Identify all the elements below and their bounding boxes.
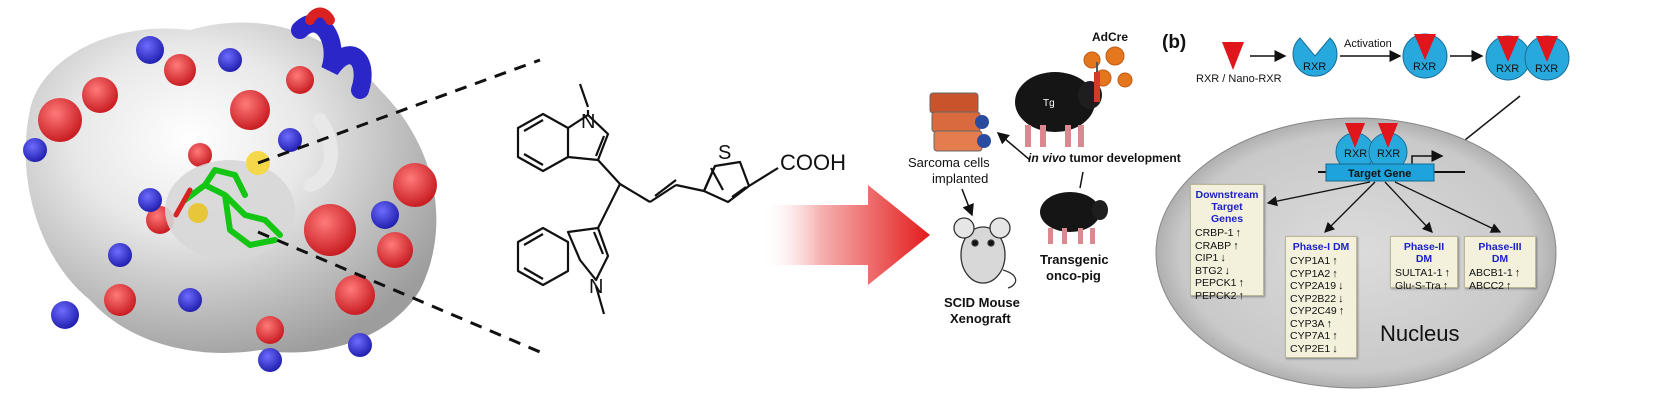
gene-row: Glu-S-Tra↑ <box>1395 279 1449 292</box>
adcre-label: AdCre <box>1092 30 1128 44</box>
protein-surface-illustration <box>23 7 437 372</box>
transgenic-pig-icon <box>1015 62 1102 147</box>
scid-label-line2: Xenograft <box>950 311 1011 326</box>
scid-label-line1: SCID Mouse <box>944 295 1020 310</box>
gene-box-phase1: Phase-I DM CYP1A1↑ CYP1A2↑ CYP2A19↓ CYP2… <box>1285 236 1357 358</box>
implanted-label: implanted <box>932 171 988 186</box>
gene-row: CYP7A1↑ <box>1290 330 1338 342</box>
gene-row: BTG2↓ <box>1195 264 1230 277</box>
gene-row: ABCC2↑ <box>1469 279 1512 292</box>
dimer-label-1: RXR <box>1496 63 1519 75</box>
gene-row: CRBP-1↑ <box>1195 227 1242 239</box>
gene-row: CYP1A1↑ <box>1290 255 1338 267</box>
cooh-group: COOH <box>780 150 846 175</box>
activation-label: Activation <box>1344 38 1392 50</box>
panel-b-label: (b) <box>1162 32 1186 53</box>
receptor-icon <box>1292 37 1338 77</box>
gene-row: CYP2C49↑ <box>1290 305 1345 317</box>
gene-box-downstream: Downstream Target Genes CRBP-1↑ CRABP↑ C… <box>1190 184 1264 302</box>
onco-pig-label-line1: Transgenic <box>1040 252 1109 267</box>
gene-row: CRABP↑ <box>1195 239 1239 252</box>
tg-label: Tg <box>1043 98 1055 109</box>
gene-box-title: Downstream Target Genes <box>1195 189 1259 225</box>
gene-row: PEPCK1↑ <box>1195 277 1244 289</box>
nuclear-dimer-label-1: RXR <box>1344 148 1367 160</box>
ligand-triangle-icon <box>1222 42 1244 70</box>
arrow-pig-to-sarcoma <box>996 132 1031 161</box>
nuclear-dimer-label-2: RXR <box>1377 148 1400 160</box>
target-gene-label: Target Gene <box>1348 168 1411 180</box>
onco-pig-label-line2: onco-pig <box>1046 268 1101 283</box>
nucleus-label: Nucleus <box>1380 321 1459 346</box>
gene-row: ABCB1-1↑ <box>1469 267 1521 279</box>
gene-row: CYP3A↑ <box>1290 317 1332 330</box>
onco-pig-icon <box>1040 192 1108 244</box>
arrow-dimer-to-nucleus <box>1453 95 1521 149</box>
gene-row: PEPCK2↑ <box>1195 289 1244 302</box>
n-atom-bottom: N <box>589 276 603 298</box>
gene-row: CYP2E1↓ <box>1290 342 1338 355</box>
sarcoma-label: Sarcoma cells <box>908 155 990 170</box>
gene-box-phase3: Phase-III DM ABCB1-1↑ ABCC2↑ <box>1464 236 1536 292</box>
gene-row: CIP1↓ <box>1195 252 1226 264</box>
flask-icon <box>929 92 991 152</box>
mouse-icon <box>953 217 1017 289</box>
zoom-line-bottom <box>257 230 541 354</box>
ligand-label: RXR / Nano-RXR <box>1196 73 1282 85</box>
in-vivo-label: in vivo tumor development <box>1028 151 1181 165</box>
big-red-arrow-icon <box>760 185 930 285</box>
gene-row: CYP1A2↑ <box>1290 267 1338 280</box>
gene-box-phase2: Phase-II DM SULTA1-1↑ Glu-S-Tra↑ <box>1390 236 1458 292</box>
arrow-tumor-to-smallpig <box>1079 171 1084 189</box>
gene-box-title: Phase-III DM <box>1478 241 1522 265</box>
bound-ligand-icon <box>1414 34 1436 60</box>
s-atom: S <box>718 142 731 164</box>
gene-box-title: Phase-I DM <box>1292 241 1350 253</box>
activated-receptor-label: RXR <box>1413 61 1436 73</box>
arrow-sarcoma-to-mouse <box>961 188 974 217</box>
dimer-label-2: RXR <box>1535 63 1558 75</box>
chemical-structure <box>516 83 779 315</box>
gene-row: CYP2A19↓ <box>1290 280 1344 292</box>
gene-row: CYP2B22↓ <box>1290 292 1344 305</box>
gene-box-title: Phase-II DM <box>1403 241 1445 265</box>
n-atom-top: N <box>581 111 595 133</box>
receptor-label: RXR <box>1303 61 1326 73</box>
gene-row: SULTA1-1↑ <box>1395 267 1450 279</box>
target-gene-box <box>1325 163 1435 182</box>
virus-icon <box>1083 46 1133 88</box>
zoom-line-top <box>257 58 541 165</box>
